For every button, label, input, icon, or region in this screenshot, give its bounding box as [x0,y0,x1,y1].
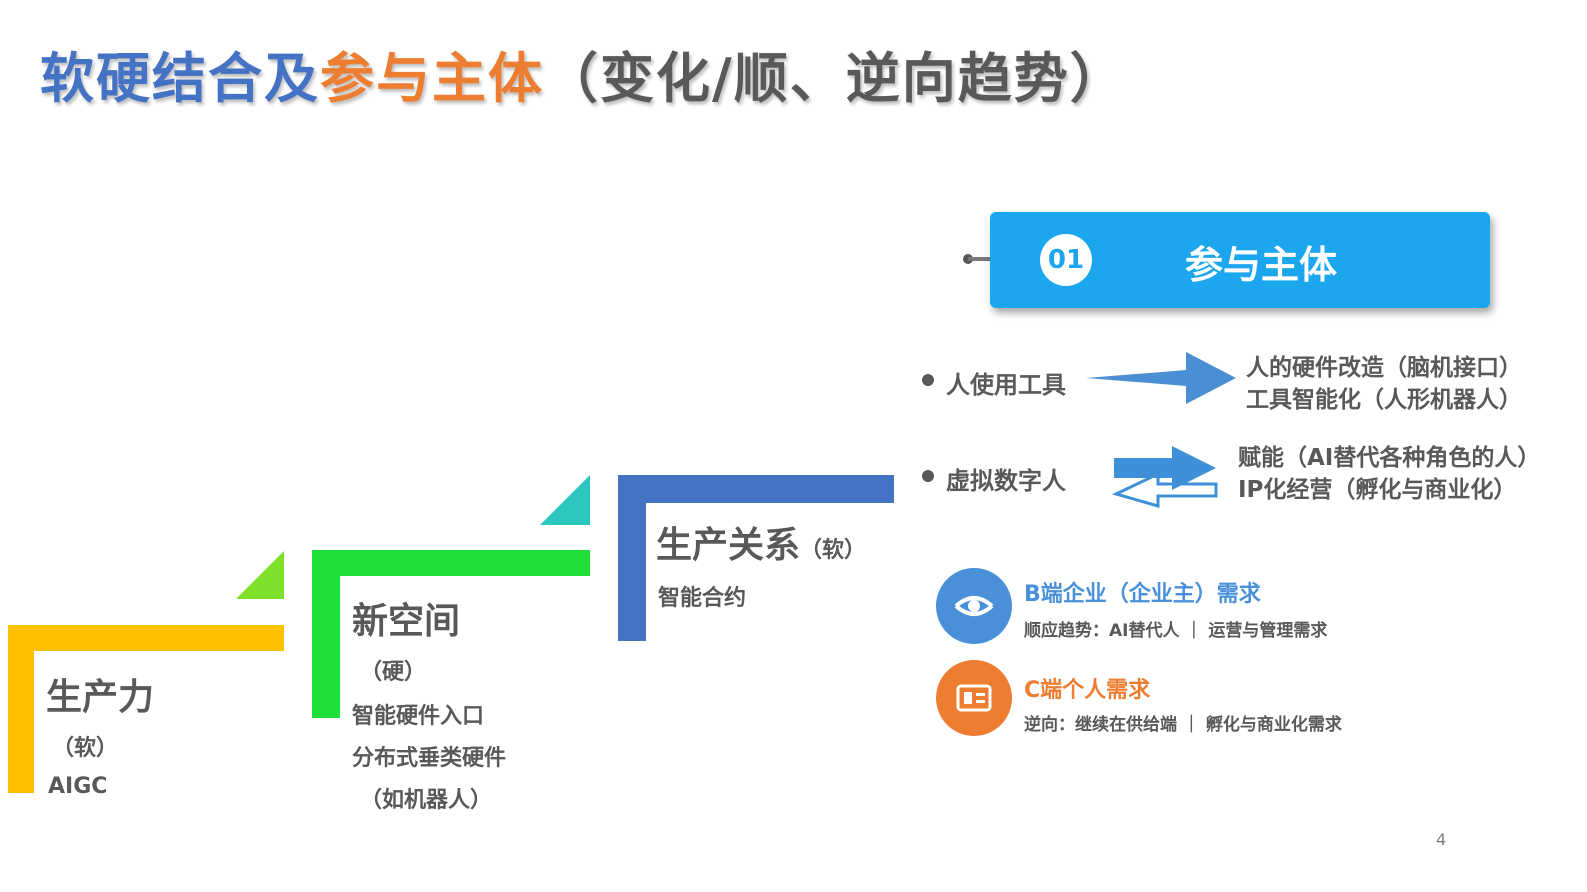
participants-tag: 01 参与主体 [990,212,1490,308]
step-2-line-1: （硬） [360,660,427,685]
relation-2-left: 虚拟数字人 [946,467,1066,495]
c-demand-circle [936,660,1012,736]
relation-1-left: 人使用工具 [946,371,1066,399]
eye-icon [954,596,994,616]
b-demand-title: B端企业（企业主）需求 [1024,582,1261,607]
title-part-2: 参与主体 [320,47,544,110]
bullet-dot [922,470,934,482]
step-1-line-1: （软） [52,736,119,761]
step-3-line-1: 智能合约 [658,586,747,611]
step-2-line-3: 分布式垂类硬件 [352,746,507,771]
tag-number-badge: 01 [1040,234,1092,286]
step-3-horizontal-bar [618,475,894,503]
step-2-triangle [540,475,590,525]
step-1-title: 生产力 [46,677,155,718]
title-part-3: （变化/顺、逆向趋势） [544,47,1126,110]
page-title: 软硬结合及参与主体（变化/顺、逆向趋势） [40,34,1126,113]
step-1-vertical-bar [8,625,34,793]
exchange-arrows-icon [1112,446,1218,508]
c-demand-subtitle: 逆向：继续在供给端 ｜ 孵化与商业化需求 [1024,715,1342,735]
step-1-horizontal-bar [8,625,284,651]
step-2-horizontal-bar [312,550,590,576]
b-demand-subtitle: 顺应趋势：AI替代人 ｜ 运营与管理需求 [1024,621,1328,641]
relation-1-right-2: 工具智能化（人形机器人） [1246,387,1522,413]
title-part-1: 软硬结合及 [40,47,320,110]
card-icon [956,684,992,712]
c-demand-title: C端个人需求 [1024,678,1151,703]
step-2-title: 新空间 [352,601,461,642]
arrow-right-icon [1086,352,1236,404]
b-demand-circle [936,568,1012,644]
bullet-dot [922,374,934,386]
step-2-line-2: 智能硬件入口 [352,704,485,729]
relation-1-right-1: 人的硬件改造（脑机接口） [1246,355,1522,381]
relation-2-right-2: IP化经营（孵化与商业化） [1238,477,1517,503]
step-2-line-4: （如机器人） [360,788,493,813]
relation-2-right-1: 赋能（AI替代各种角色的人） [1238,445,1541,471]
step-3-suffix: （软） [800,538,867,563]
step-3-vertical-bar [618,475,646,641]
step-1-triangle [236,551,284,599]
step-3-name: 生产关系 [656,525,801,566]
page-number: 4 [1436,830,1447,849]
tag-label: 参与主体 [1185,243,1338,287]
step-1-line-2: AIGC [48,774,108,799]
step-2-vertical-bar [312,550,340,718]
step-3-title: 生产关系（软） [656,516,866,568]
